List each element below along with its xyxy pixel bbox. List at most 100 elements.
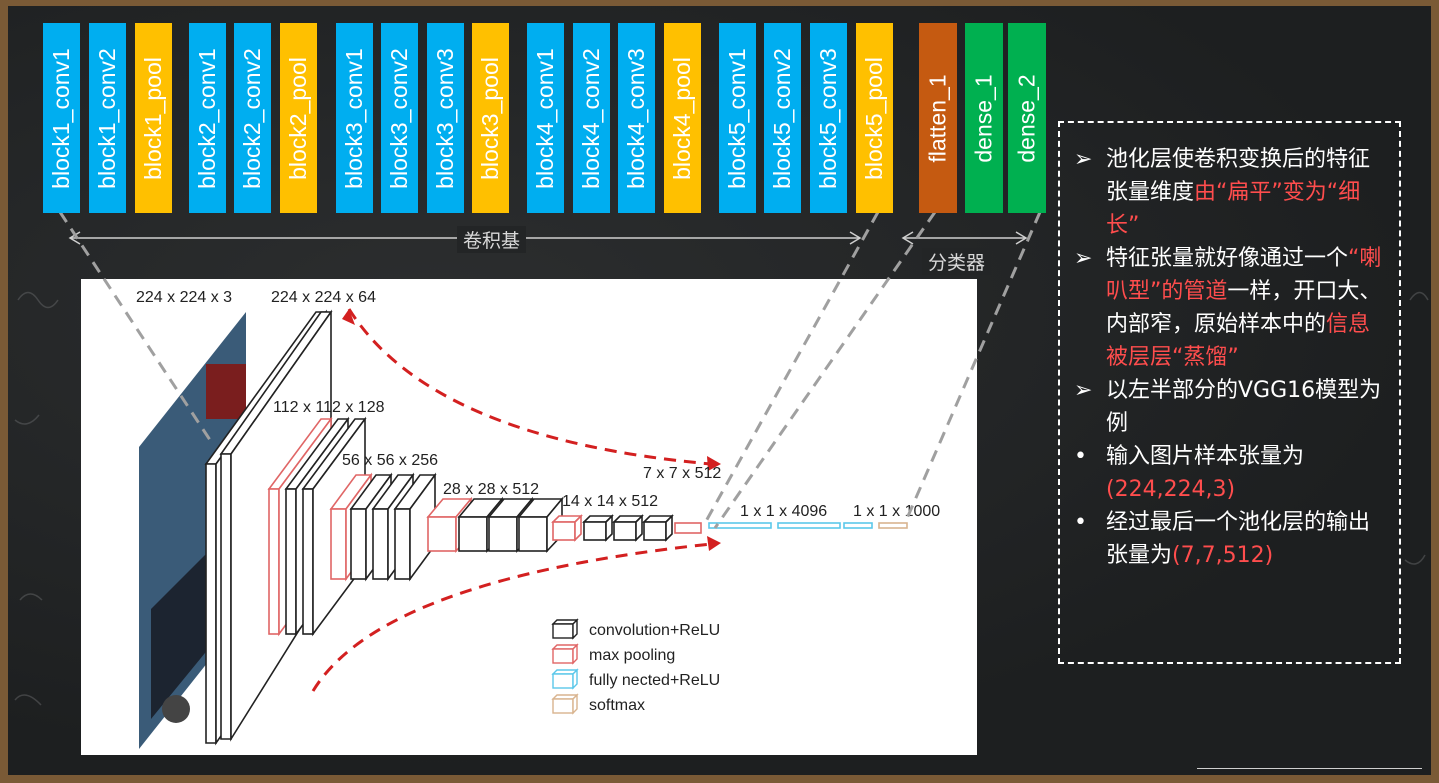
note-highlight: (224,224,3) xyxy=(1106,477,1236,502)
dim-label-conv4: 28 x 28 x 512 xyxy=(443,481,540,498)
note-highlight: (7,7,512) xyxy=(1172,543,1274,568)
layer-block-block1-conv2: block1_conv2 xyxy=(89,23,126,213)
layer-block-flatten-1: flatten_1 xyxy=(919,23,957,213)
note-item: • 输入图片样本张量为 (224,224,3) xyxy=(1070,440,1389,506)
note-item: ➢ 特征张量就好像通过一个“喇叭型”的管道一样，开口大、内部窄，原始样本中的信息被… xyxy=(1070,242,1389,374)
dim-label-pool5: 7 x 7 x 512 xyxy=(643,465,722,482)
layer-block-block1-pool: block1_pool xyxy=(135,23,172,213)
layer-label: block4_conv1 xyxy=(532,47,558,189)
block-56 xyxy=(329,472,437,582)
connector-dense xyxy=(903,211,1042,524)
legend-pool-label: max pooling xyxy=(589,647,676,664)
note-item: ➢ 池化层使卷积变换后的特征张量维度由“扁平”变为“细长” xyxy=(1070,143,1389,242)
dim-label-conv2: 112 x 112 x 128 xyxy=(273,399,385,416)
layer-label: flatten_1 xyxy=(924,73,951,163)
bottom-divider xyxy=(1197,768,1422,769)
layer-block-block4-conv1: block4_conv1 xyxy=(527,23,564,213)
dim-label-fc: 1 x 1 x 4096 xyxy=(740,503,828,520)
layer-label: block3_conv1 xyxy=(341,47,367,189)
legend-conv-label: convolution+ReLU xyxy=(589,622,721,639)
arrow-bullet-icon: ➢ xyxy=(1074,378,1093,403)
note-text: 池化层使卷积变换后的特征张量维度 xyxy=(1106,147,1371,205)
conv-base-arrow-left-head xyxy=(68,231,81,245)
funnel-arrows xyxy=(311,308,712,692)
funnel-arrow-top xyxy=(347,308,712,466)
connector-flatten xyxy=(713,211,937,529)
block-112 xyxy=(267,416,367,637)
dim-label-input: 224 x 224 x 3 xyxy=(136,289,233,306)
layer-block-block4-conv3: block4_conv3 xyxy=(618,23,655,213)
note-text: 一样，开口大、内部窄，原始样本中的 xyxy=(1106,279,1382,337)
block-14 xyxy=(551,514,674,542)
vgg16-architecture-figure: 224 x 224 x 3 224 x 224 x 64 112 x 112 x… xyxy=(81,279,977,755)
note-text: 输入图片样本张量为 xyxy=(1106,444,1305,469)
layer-block-block5-conv1: block5_conv1 xyxy=(719,23,756,213)
layer-label: block5_conv2 xyxy=(769,47,795,189)
legend-softmax-label: softmax xyxy=(589,697,646,714)
layer-label: block1_conv1 xyxy=(48,47,74,189)
layer-block-block2-conv1: block2_conv1 xyxy=(189,23,226,213)
layer-label: block5_conv3 xyxy=(815,47,841,189)
arrow-bullet-icon: ➢ xyxy=(1074,246,1093,271)
note-item: • 经过最后一个池化层的输出张量为(7,7,512) xyxy=(1070,506,1389,572)
layer-label: block4_conv3 xyxy=(623,47,649,189)
dim-label-conv5: 14 x 14 x 512 xyxy=(562,493,659,510)
layer-block-dense-2: dense_2 xyxy=(1008,23,1046,213)
dim-label-softmax: 1 x 1 x 1000 xyxy=(853,503,941,520)
note-highlight: 由“扁平”变为“细长” xyxy=(1106,180,1361,238)
layer-block-block3-conv2: block3_conv2 xyxy=(381,23,418,213)
layer-block-block3-conv3: block3_conv3 xyxy=(427,23,464,213)
legend-swatches xyxy=(551,618,579,715)
note-highlight: “喇叭型”的管道 xyxy=(1106,246,1382,304)
legend-fc-label: fully nected+ReLU xyxy=(589,672,721,689)
connector-conv-base xyxy=(703,211,880,524)
layer-label: dense_2 xyxy=(1013,73,1040,163)
dim-label-conv3: 56 x 56 x 256 xyxy=(342,452,439,469)
vgg16-3d-diagram xyxy=(139,308,908,749)
bullet-icon: • xyxy=(1074,444,1087,469)
conv-base-label: 卷积基 xyxy=(457,226,527,253)
note-text: 经过最后一个池化层的输出张量为 xyxy=(1106,510,1371,568)
note-item: ➢ 以左半部分的VGG16模型为例 xyxy=(1070,374,1389,440)
layer-block-block4-conv2: block4_conv2 xyxy=(573,23,610,213)
layer-block-block5-conv2: block5_conv2 xyxy=(764,23,801,213)
funnel-arrow-bottom xyxy=(311,542,712,692)
classifier-label: 分类器 xyxy=(922,248,992,275)
layer-label: block1_pool xyxy=(140,56,167,180)
layer-label: block3_pool xyxy=(477,56,504,180)
layer-block-block5-conv3: block5_conv3 xyxy=(810,23,847,213)
layer-label: block4_conv2 xyxy=(578,47,604,189)
layer-label: block2_pool xyxy=(285,56,312,180)
bullet-icon: • xyxy=(1074,510,1087,535)
layer-block-block4-pool: block4_pool xyxy=(664,23,701,213)
layer-label: block4_pool xyxy=(669,56,696,180)
layer-block-block2-conv2: block2_conv2 xyxy=(234,23,271,213)
block-7-and-fc xyxy=(674,522,908,534)
layer-block-dense-1: dense_1 xyxy=(965,23,1003,213)
note-text: 以左半部分的VGG16模型为例 xyxy=(1106,378,1382,436)
layer-label: block2_conv1 xyxy=(194,47,220,189)
layer-block-block3-conv1: block3_conv1 xyxy=(336,23,373,213)
layer-label: dense_1 xyxy=(970,73,997,163)
dim-label-conv1: 224 x 224 x 64 xyxy=(271,289,376,306)
layer-label: block2_conv2 xyxy=(239,47,265,189)
classifier-arrow-right-head xyxy=(1015,231,1028,245)
layer-label: block5_conv1 xyxy=(724,47,750,189)
connector-input xyxy=(58,211,212,441)
funnel-arrow-heads xyxy=(342,309,721,551)
layer-block-block1-conv1: block1_conv1 xyxy=(43,23,80,213)
layer-label: block5_pool xyxy=(861,56,888,180)
note-text: 特征张量就好像通过一个 xyxy=(1106,246,1349,271)
note-highlight: 信息被层层“蒸馏” xyxy=(1106,312,1371,370)
conv-base-arrow-right-head xyxy=(849,231,862,245)
layer-label: block1_conv2 xyxy=(94,47,120,189)
classifier-arrow-left-head xyxy=(901,231,914,245)
layer-label: block3_conv3 xyxy=(432,47,458,189)
layer-label: block3_conv2 xyxy=(386,47,412,189)
layer-block-block5-pool: block5_pool xyxy=(856,23,893,213)
notes-box: ➢ 池化层使卷积变换后的特征张量维度由“扁平”变为“细长” ➢ 特征张量就好像通过一个… xyxy=(1058,121,1401,664)
arrow-bullet-icon: ➢ xyxy=(1074,147,1093,172)
block-28 xyxy=(426,496,564,554)
layer-block-block3-pool: block3_pool xyxy=(472,23,509,213)
